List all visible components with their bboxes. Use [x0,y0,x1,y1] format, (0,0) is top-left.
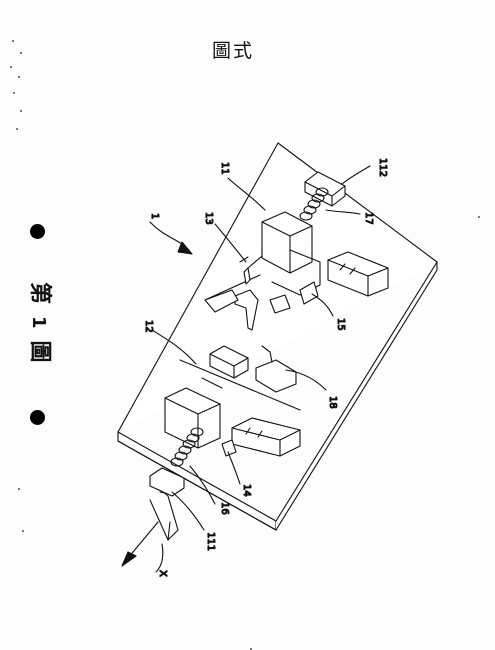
scan-speck [13,92,15,94]
lower-spring [170,427,204,467]
scan-speck [16,128,18,130]
axis-label-x: X [157,570,168,577]
ref-16: 16 [219,502,230,515]
base-plate [117,142,438,541]
ref-12: 12 [143,320,154,333]
leader-lines [151,165,371,531]
scan-speck [22,530,24,532]
ref-15: 15 [335,318,346,331]
upper-spring [299,187,329,221]
drawings-heading: 圖式 [212,40,255,62]
scan-speck [250,648,252,650]
reference-numerals: 1 11 112 17 13 15 12 18 14 16 111 X [142,157,388,577]
scan-speck [18,76,20,78]
ref-18: 18 [327,396,338,409]
ref-11: 11 [219,162,230,175]
lower-slider-assembly [149,345,301,497]
binding-hole-lower [30,410,45,425]
x-axis-arrow [121,521,164,573]
ref-17: 17 [363,212,374,225]
scan-speck [18,488,20,490]
scan-speck [478,216,480,218]
ref-112: 112 [377,158,388,177]
ref-111: 111 [205,532,216,551]
ref-14: 14 [241,484,252,497]
scan-speck [12,40,14,42]
upper-slider-assembly [204,171,389,331]
binding-hole-upper [30,224,45,239]
scan-speck [20,52,22,54]
assembly-direction-arrow [149,221,193,255]
ref-1: 1 [149,213,160,219]
ref-13: 13 [203,212,214,225]
scan-speck [10,66,12,68]
scan-speck [20,110,22,112]
